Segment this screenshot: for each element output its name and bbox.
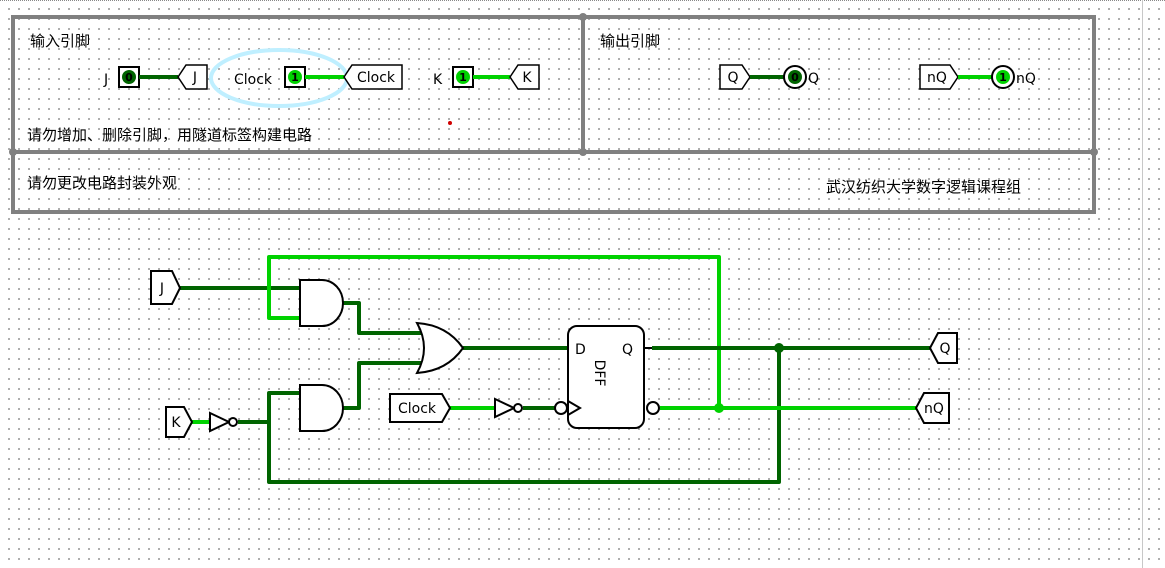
input-pin-clock-label: Clock — [234, 72, 273, 88]
output-section-title: 输出引脚 — [600, 32, 660, 50]
tunnel-nq-top[interactable] — [919, 64, 959, 90]
output-pin-nq-value: 1 — [999, 71, 1007, 84]
note-no-change-appearance: 请勿更改电路封装外观 — [27, 174, 177, 192]
input-pin-k-state — [456, 70, 470, 84]
wire-notk-and2 — [238, 391, 300, 424]
input-pin-k-value: 1 — [459, 71, 467, 84]
and-gate-2[interactable] — [299, 384, 344, 432]
d-flip-flop[interactable]: D Q DFF — [554, 325, 660, 429]
tunnel-q-top[interactable] — [719, 64, 751, 90]
junction-nq — [714, 403, 724, 413]
tunnel-k-top[interactable] — [509, 64, 540, 90]
input-pin-clock-state — [288, 70, 302, 84]
tunnel-q-circuit-group[interactable]: Q — [928, 332, 958, 364]
or-gate[interactable] — [415, 321, 465, 375]
wire-nq-feedback — [267, 255, 721, 408]
tunnel-j-circuit-group[interactable]: J — [150, 270, 182, 305]
input-pin-k-group[interactable]: K 1 K — [433, 64, 540, 90]
input-section-title: 输入引脚 — [30, 32, 90, 50]
output-pin-nq-group[interactable]: nQ 1 nQ — [919, 64, 1036, 90]
tunnel-j-circuit[interactable] — [150, 270, 182, 305]
input-pin-j-state — [122, 70, 136, 84]
junction-q — [774, 343, 784, 353]
dff-d-label: D — [575, 342, 586, 358]
tunnel-j-circuit-label: J — [159, 281, 164, 297]
wire-q-feedback — [267, 348, 781, 484]
output-pin-q-value: 0 — [791, 71, 799, 84]
input-pin-clock-group[interactable]: Clock 1 Clock — [234, 64, 403, 90]
tunnel-nq-circuit[interactable] — [914, 392, 950, 424]
output-pin-q-state — [788, 70, 802, 84]
output-pin-nq-label: nQ — [1016, 71, 1036, 87]
tunnel-clock-top-label: Clock — [357, 70, 396, 86]
dff-clock-bubble — [554, 401, 568, 415]
tunnel-clock-circuit-group[interactable]: Clock — [389, 393, 452, 423]
canvas-top-border — [0, 0, 1165, 3]
and-gate-1[interactable] — [299, 279, 344, 327]
tunnel-clock-top[interactable] — [343, 64, 403, 90]
tunnel-nq-circuit-group[interactable]: nQ — [914, 392, 950, 424]
dff-body[interactable] — [567, 325, 645, 429]
input-pin-j-label: J — [103, 72, 108, 88]
dff-clock-triangle — [567, 400, 582, 416]
wire-and1-or — [343, 301, 421, 335]
tunnel-nq-top-label: nQ — [927, 70, 947, 86]
wire-and2-or — [343, 361, 421, 410]
dff-nq-bubble — [646, 401, 660, 415]
tunnel-j-top-label: J — [192, 70, 197, 86]
tunnel-nq-circuit-label: nQ — [924, 401, 944, 417]
tunnel-clock-circuit-label: Clock — [398, 401, 437, 417]
not-gate-clock[interactable] — [494, 397, 523, 419]
stray-marker-dot — [448, 121, 452, 125]
tunnel-q-circuit[interactable] — [928, 332, 958, 364]
tunnel-k-circuit-group[interactable]: K — [165, 406, 194, 438]
input-pin-j-group[interactable]: J 0 J — [103, 64, 208, 90]
input-pin-j-value: 0 — [125, 71, 133, 84]
tunnel-k-circuit-label: K — [171, 415, 181, 431]
tunnel-clock-circuit[interactable] — [389, 393, 452, 423]
input-pin-k-label: K — [433, 72, 443, 88]
output-pin-q-label: Q — [808, 71, 819, 87]
output-pin-q-group[interactable]: Q 0 Q — [719, 64, 819, 90]
not-gate-k[interactable] — [209, 411, 238, 433]
tunnel-k-top-label: K — [522, 70, 532, 86]
frame-corner-dots — [9, 13, 1098, 156]
outer-frame-box — [11, 15, 1096, 214]
tunnel-q-circuit-label: Q — [939, 341, 950, 357]
output-pin-nq-state — [996, 70, 1010, 84]
credit-text: 武汉纺织大学数字逻辑课程组 — [826, 178, 1021, 196]
appearance-frame — [11, 15, 1096, 214]
input-pin-clock-value: 1 — [291, 71, 299, 84]
note-no-add-delete: 请勿增加、删除引脚，用隧道标签构建电路 — [27, 126, 312, 144]
canvas-right-edge — [1142, 0, 1143, 568]
dff-q-label: Q — [622, 342, 633, 358]
tunnel-j-top[interactable] — [177, 64, 208, 90]
tunnel-k-circuit[interactable] — [165, 406, 194, 438]
dff-title: DFF — [591, 360, 607, 387]
tunnel-q-top-label: Q — [727, 70, 738, 86]
circuit-wires — [180, 255, 930, 484]
